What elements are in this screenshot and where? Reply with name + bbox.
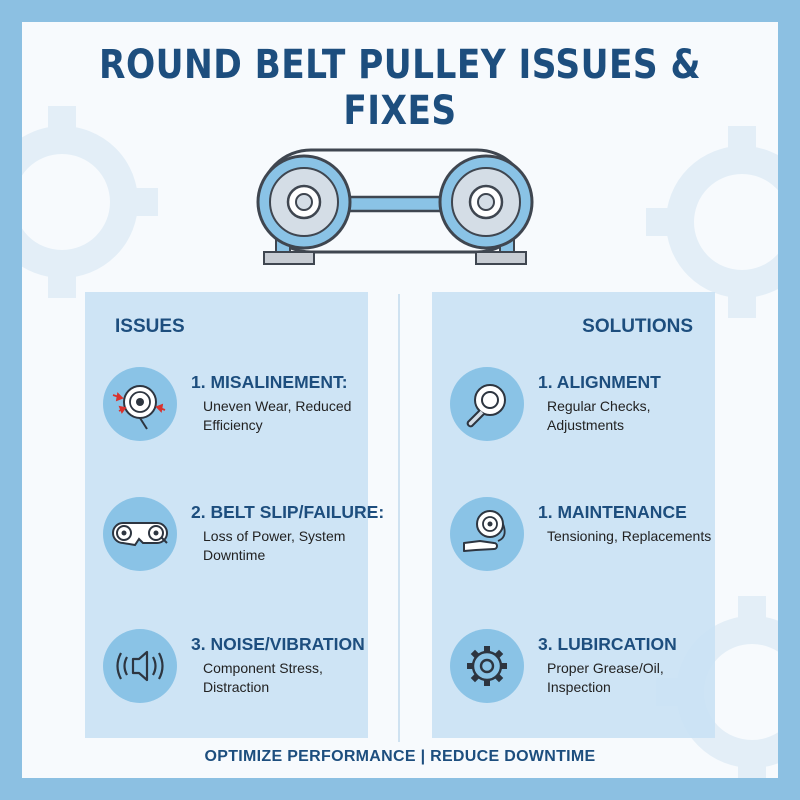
issue-title: 3. NOISE/VIBRATION <box>191 634 365 654</box>
issues-panel: ISSUES 1. MISALINEMENT: Uneven Wear, Red… <box>85 292 384 738</box>
solution-item: 1. MAINTENANCE Tensioning, Replacements <box>450 497 712 577</box>
issue-title: 2. BELT SLIP/FAILURE: <box>191 502 385 522</box>
broken-belt-icon <box>112 522 168 547</box>
belt-pulley-illustration <box>256 148 534 265</box>
issue-item: 3. NOISE/VIBRATION Component Stress, Dis… <box>103 629 365 709</box>
gear-icon <box>467 646 507 686</box>
solution-description: Regular Checks, Adjustments <box>547 398 651 433</box>
issue-item: 2. BELT SLIP/FAILURE: Loss of Power, Sys… <box>103 497 384 577</box>
issue-description: Component Stress, Distraction <box>203 660 323 695</box>
wrench-icon <box>466 384 506 428</box>
solution-item: 1. ALIGNMENT Regular Checks, Adjustments <box>450 367 712 447</box>
page-title: ROUND BELT PULLEY ISSUES & FIXES <box>99 42 701 134</box>
issue-description: Uneven Wear, Reduced Efficiency <box>203 398 352 433</box>
issue-item: 1. MISALINEMENT: Uneven Wear, Reduced Ef… <box>103 367 365 447</box>
hand-pulley-icon <box>463 510 506 552</box>
misaligned-pulley-icon <box>112 385 166 430</box>
solution-item: 3. LUBIRCATION Proper Grease/Oil, Inspec… <box>450 629 712 709</box>
infographic-canvas: ROUND BELT PULLEY ISSUES & FIXES ISSUES <box>22 22 778 778</box>
column-divider <box>398 294 400 742</box>
solution-description: Tensioning, Replacements <box>547 528 712 544</box>
issue-title: 1. MISALINEMENT: <box>191 372 348 392</box>
solutions-panel: SOLUTIONS 1. ALIGNMENT Regular Checks, A… <box>432 292 715 738</box>
solution-description: Proper Grease/Oil, Inspection <box>547 660 664 695</box>
solutions-heading: SOLUTIONS <box>582 316 693 337</box>
background-gear-icon <box>22 106 158 298</box>
issue-description: Loss of Power, System Downtime <box>203 528 346 563</box>
speaker-vibration-icon <box>116 650 164 682</box>
solution-title: 3. LUBIRCATION <box>538 634 677 654</box>
footer-tagline: OPTIMIZE PERFORMANCE | REDUCE DOWNTIME <box>204 748 596 765</box>
issues-heading: ISSUES <box>115 316 185 337</box>
solution-title: 1. ALIGNMENT <box>538 372 661 392</box>
solution-title: 1. MAINTENANCE <box>538 502 687 522</box>
background-gear-icon <box>646 126 778 318</box>
